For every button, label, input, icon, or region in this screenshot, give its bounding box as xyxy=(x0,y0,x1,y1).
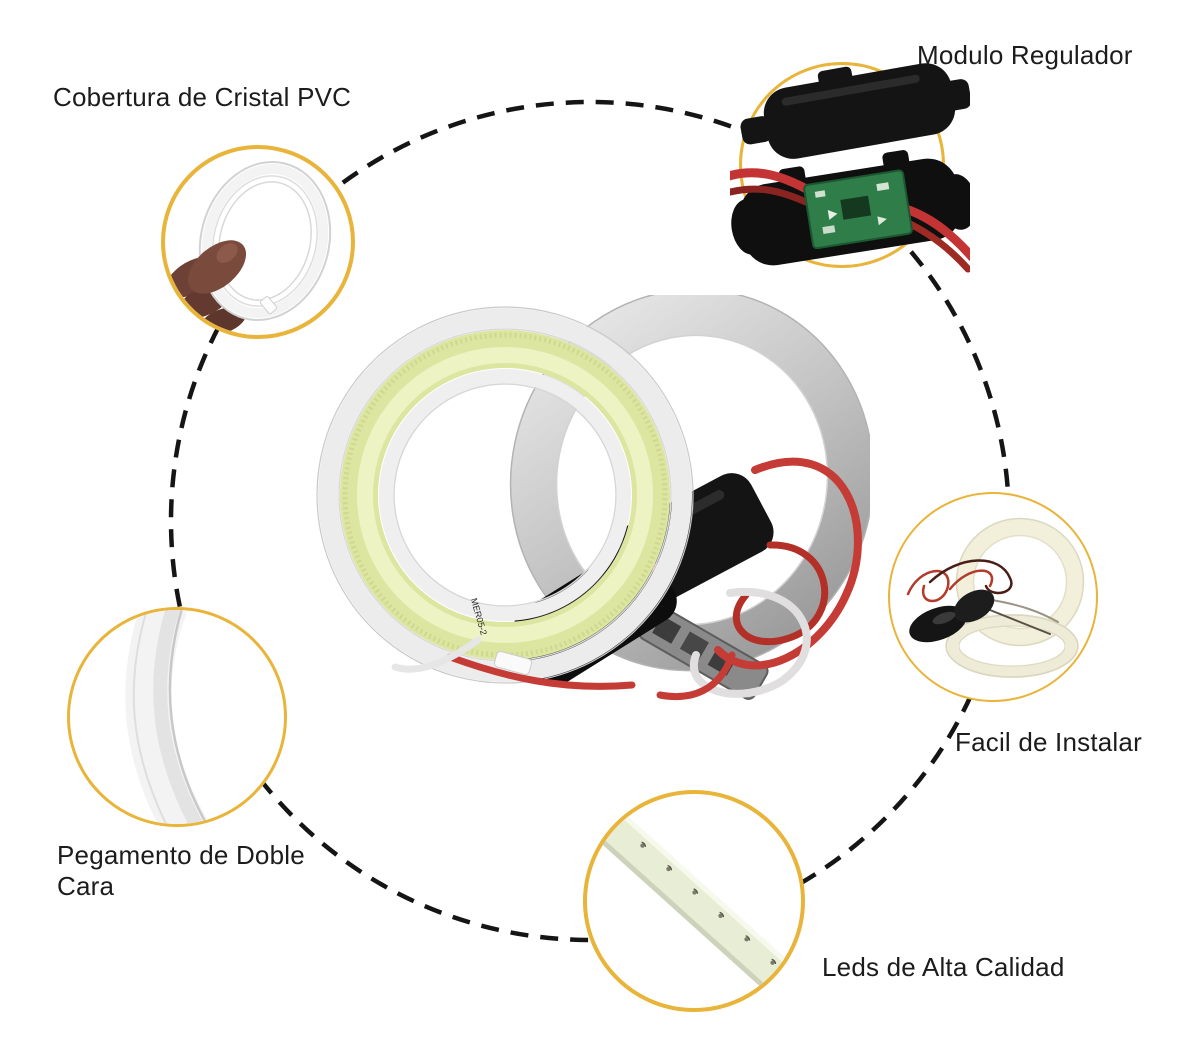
led-chips xyxy=(614,818,777,965)
pcb-board xyxy=(803,169,913,250)
callout-facil xyxy=(888,492,1098,702)
callout-cobertura xyxy=(161,145,355,339)
label-modulo: Modulo Regulador xyxy=(917,40,1133,70)
pvc-cover-photo xyxy=(165,160,332,335)
label-pegamento: Pegamento de Doble Cara xyxy=(57,840,305,902)
driver-wires-tangle xyxy=(906,559,1059,635)
easy-install-photo xyxy=(906,517,1085,678)
label-cobertura: Cobertura de Cristal PVC xyxy=(53,82,352,112)
ring-tab xyxy=(493,651,533,675)
regulator-module-photo xyxy=(730,63,970,273)
callout-leds xyxy=(583,790,805,1012)
callout-modulo xyxy=(730,62,970,273)
double-sided-tape-photo xyxy=(125,610,210,824)
front-cob-ring: MER05-2 xyxy=(316,306,694,684)
module-case-top xyxy=(740,63,970,159)
callout-pegamento xyxy=(67,607,287,827)
flat-cream-ring xyxy=(945,614,1079,678)
wires-front-bottom xyxy=(391,636,636,690)
cob-led-strip-photo xyxy=(587,794,801,1008)
small-driver-module-2 xyxy=(953,589,995,623)
clear-pvc-ring xyxy=(198,160,332,322)
thumb xyxy=(187,240,247,294)
led-strip xyxy=(587,794,801,1008)
label-leds: Leds de Alta Calidad xyxy=(822,952,1065,982)
label-facil: Facil de Instalar xyxy=(955,727,1142,757)
tape-band xyxy=(125,610,210,824)
product-photo: MER05-2 xyxy=(316,295,870,701)
wires-right xyxy=(656,457,862,701)
standing-cream-ring xyxy=(955,517,1085,647)
